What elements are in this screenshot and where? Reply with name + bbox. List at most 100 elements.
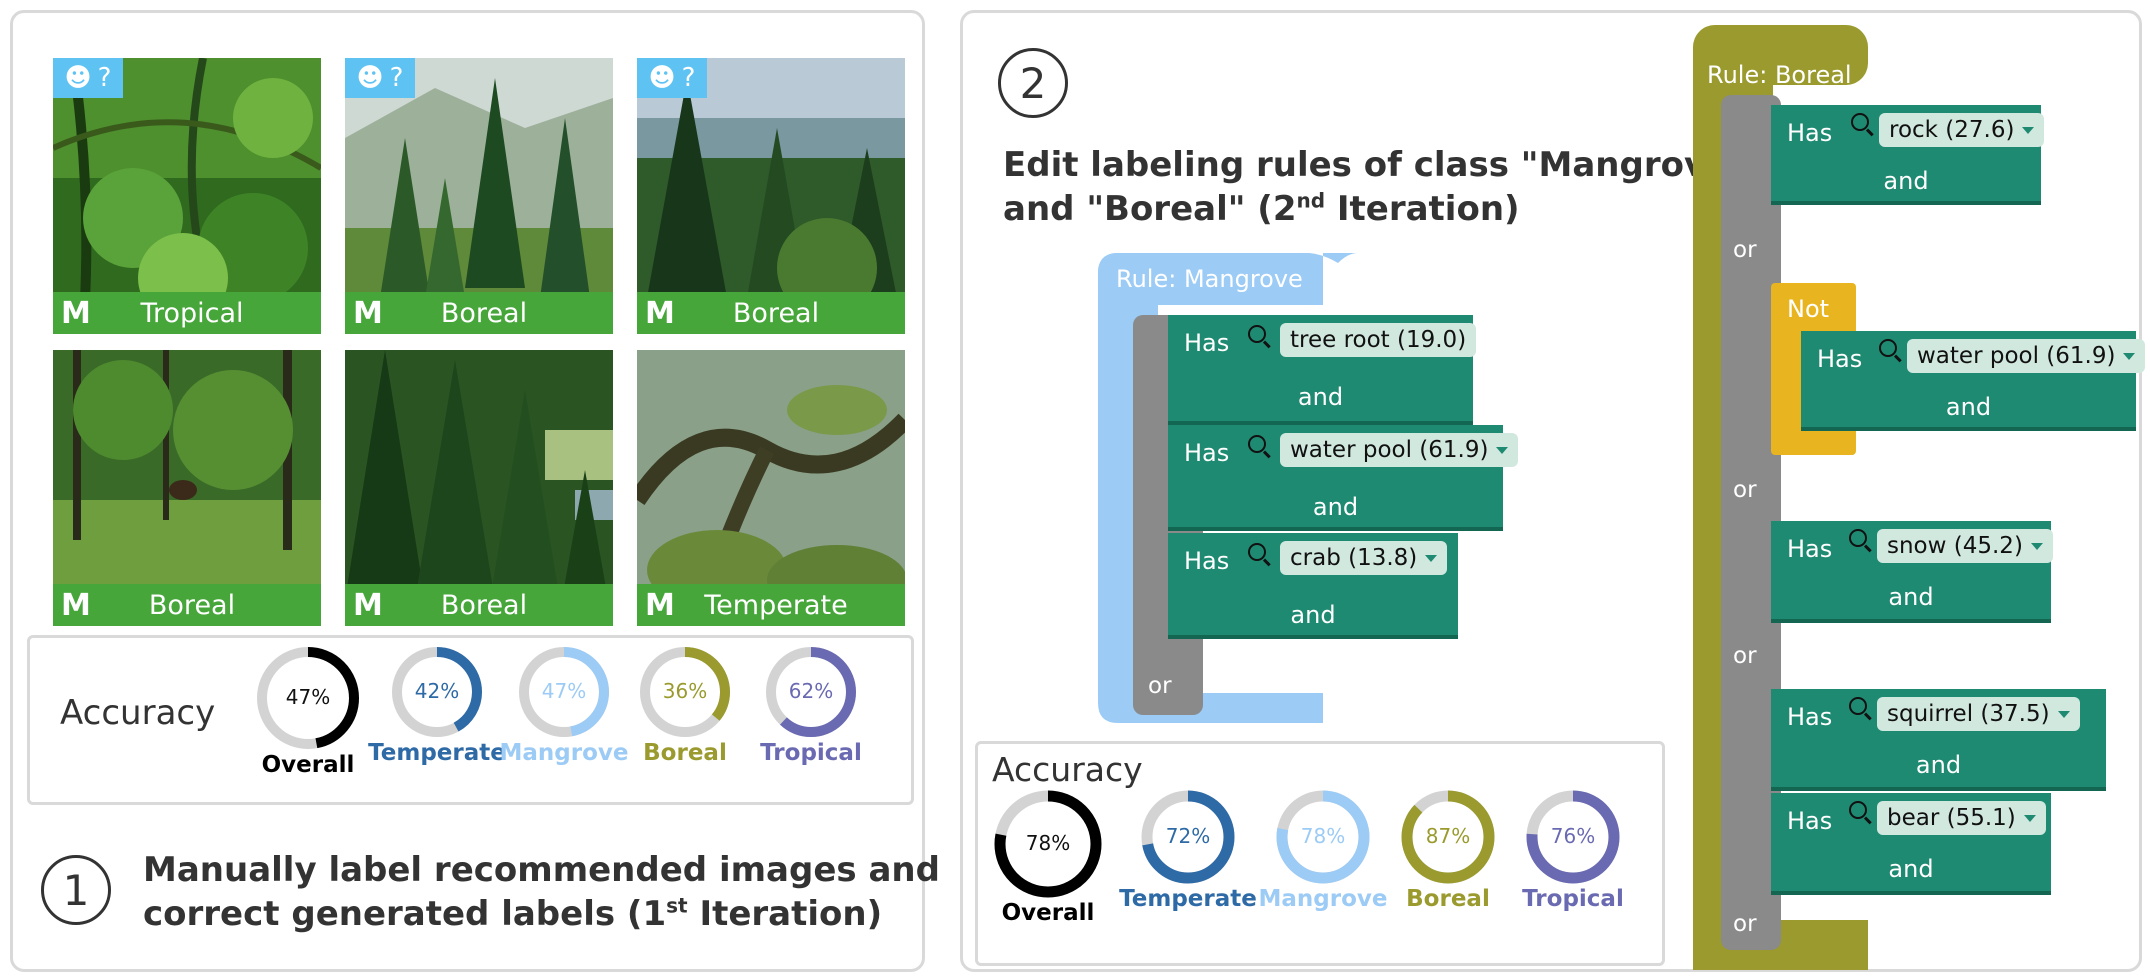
donut-value: 76% <box>1550 824 1596 848</box>
donut-label: Temperate <box>1119 886 1257 912</box>
or-connector: or <box>1733 911 1757 937</box>
donut-value: 36% <box>662 679 708 703</box>
attribute-dropdown[interactable]: water pool (61.9) <box>1280 433 1519 467</box>
forest-photo <box>345 350 613 626</box>
attribute-dropdown[interactable]: water pool (61.9) <box>1907 339 2146 373</box>
accuracy-boreal: 87% Boreal <box>1397 786 1499 912</box>
attribute-dropdown[interactable]: squirrel (37.5) <box>1877 697 2080 731</box>
donut-arc <box>640 647 730 737</box>
manual-marker: M <box>645 295 675 331</box>
accuracy-temperate: 72%Temperate <box>1119 786 1257 912</box>
condition-block[interactable]: Has crab (13.8) and <box>1168 533 1458 639</box>
image-card[interactable]: ☻? M Boreal <box>637 58 905 334</box>
accuracy-title: Accuracy <box>992 750 1143 789</box>
condition-block[interactable]: Has bear (55.1) and <box>1771 793 2051 895</box>
condition-block[interactable]: Has water pool (61.9) and <box>1168 425 1519 531</box>
image-card[interactable]: M Boreal <box>53 350 321 626</box>
image-label: Temperate <box>704 589 848 621</box>
accuracy-mangrove: 47% Mangrove <box>500 642 628 766</box>
attribute-dropdown[interactable]: rock (27.6) <box>1879 113 2045 147</box>
recommend-badge: ☻? <box>345 58 415 98</box>
search-icon <box>1879 339 1897 357</box>
recommend-badge: ☻? <box>53 58 123 98</box>
condition-block[interactable]: Has squirrel (37.5) and <box>1771 689 2106 791</box>
label-bar[interactable]: M Boreal <box>637 292 905 334</box>
manual-marker: M <box>61 295 91 331</box>
robot-icon: ☻ <box>64 63 92 93</box>
condition-block[interactable]: Has snow (45.2) and <box>1771 521 2053 623</box>
image-label: Boreal <box>440 297 528 329</box>
donut-value: 47% <box>285 685 331 709</box>
search-icon <box>1849 529 1867 547</box>
recommend-badge: ☻? <box>637 58 707 98</box>
manual-marker: M <box>353 587 383 623</box>
donut-value: 62% <box>788 679 834 703</box>
search-icon <box>1849 697 1867 715</box>
condition-block[interactable]: Has tree root (19.0) and <box>1168 315 1477 425</box>
donut-arc <box>766 647 856 737</box>
chevron-down-icon <box>2030 543 2043 550</box>
rule-block-mangrove[interactable]: Rule: Mangrove Has tree root (19.0) and … <box>1098 253 1519 723</box>
chevron-down-icon <box>2123 353 2136 360</box>
accuracy-tropical: 76%Tropical <box>1522 786 1624 912</box>
donut-chart <box>519 647 609 737</box>
donut-chart <box>392 647 482 737</box>
donut-label: Tropical <box>760 740 862 766</box>
donut-label: Boreal <box>1406 886 1490 912</box>
donut-value: 87% <box>1425 824 1471 848</box>
attribute-dropdown[interactable]: bear (55.1) <box>1877 801 2046 835</box>
condition-block[interactable]: Has rock (27.6) and <box>1771 105 2045 205</box>
donut-label: Overall <box>1001 900 1095 926</box>
accuracy-tropical: 62% Tropical <box>760 642 862 766</box>
donut-chart <box>994 790 1102 898</box>
manual-marker: M <box>645 587 675 623</box>
donut-chart <box>766 647 856 737</box>
donut-label: Mangrove <box>499 740 629 766</box>
donut-arc <box>519 647 609 737</box>
donut-label: Boreal <box>643 740 727 766</box>
attribute-dropdown[interactable]: crab (13.8) <box>1280 541 1448 575</box>
donut-value: 47% <box>541 679 587 703</box>
label-bar[interactable]: M Boreal <box>53 584 321 626</box>
rule-frame <box>1693 25 1868 970</box>
accuracy-title: Accuracy <box>60 693 216 733</box>
donut-label: Mangrove <box>1258 886 1388 912</box>
rule-block-boreal[interactable]: Rule: Boreal Has rock (27.6) and or Not … <box>1693 25 2146 970</box>
donut-arc <box>1526 790 1620 884</box>
or-connector: or <box>1733 643 1757 669</box>
image-label: Boreal <box>148 589 236 621</box>
image-card[interactable]: M Temperate <box>637 350 905 626</box>
label-bar[interactable]: M Temperate <box>637 584 905 626</box>
donut-value: 42% <box>414 679 460 703</box>
condition-block[interactable]: Has water pool (61.9) and <box>1801 331 2146 431</box>
donut-chart <box>1276 790 1370 884</box>
donut-chart <box>1401 790 1495 884</box>
or-connector: or <box>1733 237 1757 263</box>
donut-arc <box>1141 790 1235 884</box>
attribute-dropdown[interactable]: snow (45.2) <box>1877 529 2053 563</box>
chevron-down-icon <box>1425 555 1438 562</box>
donut-value: 78% <box>1300 824 1346 848</box>
rule-header: Rule: Boreal <box>1707 61 1852 89</box>
search-icon <box>1248 435 1266 453</box>
image-label: Boreal <box>732 297 820 329</box>
donut-arc <box>994 790 1102 898</box>
attribute-dropdown[interactable]: tree root (19.0) <box>1280 323 1477 357</box>
accuracy-overall: 78%Overall <box>990 786 1106 926</box>
chevron-down-icon <box>2022 127 2035 134</box>
manual-marker: M <box>61 587 91 623</box>
donut-label: Overall <box>261 752 355 778</box>
donut-arc <box>1276 790 1370 884</box>
donut-arc <box>1401 790 1495 884</box>
donut-chart <box>1526 790 1620 884</box>
